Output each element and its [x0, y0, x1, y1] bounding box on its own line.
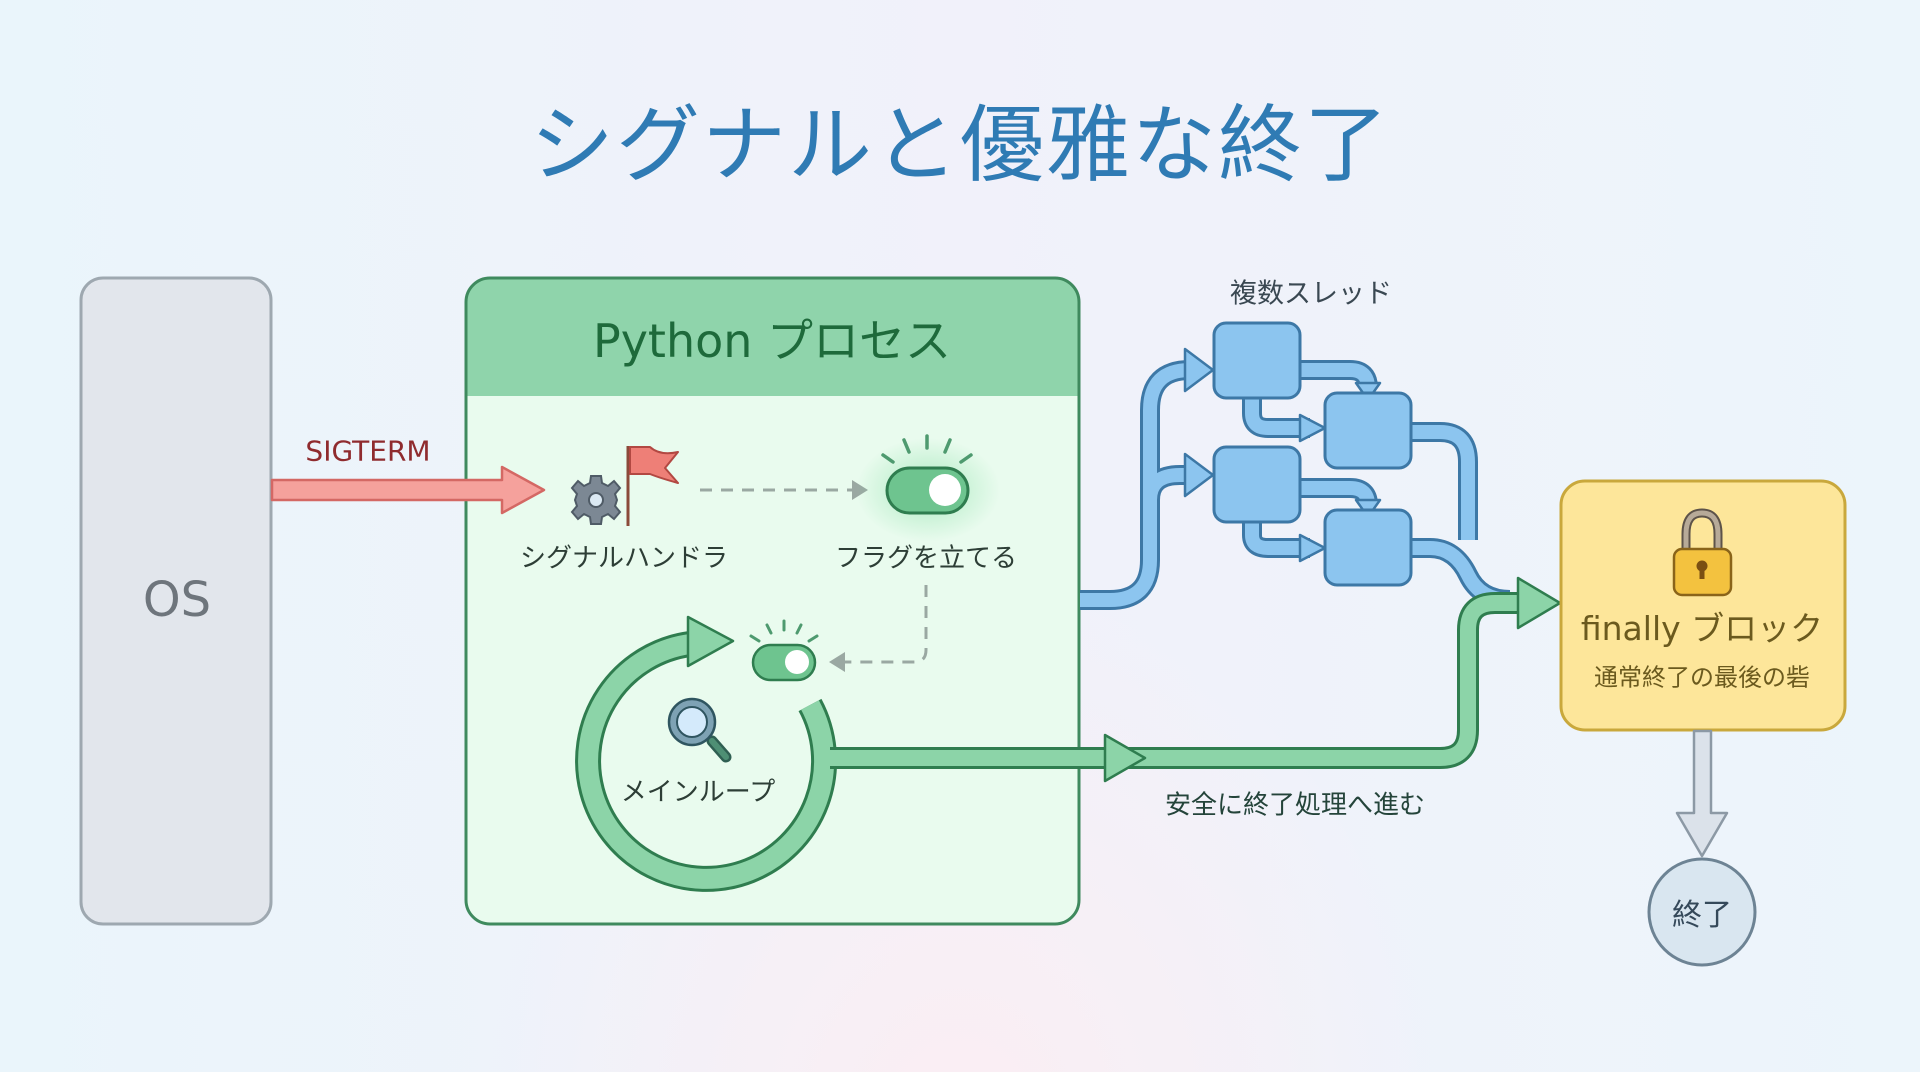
- safe-path-arrow-heads: [1103, 576, 1562, 783]
- flag-icon: [626, 446, 679, 526]
- end-label: 終了: [1672, 898, 1732, 933]
- safe-path-label: 安全に終了処理へ進む: [1164, 790, 1426, 821]
- safe-path-arrow: [830, 592, 1525, 769]
- main-loop-arrow: [575, 615, 838, 892]
- threads-label: 複数スレッド: [1230, 278, 1392, 310]
- sigterm-label: SIGTERM: [305, 434, 431, 468]
- loop-flag-toggle-on: [749, 619, 819, 682]
- page-title: シグナルと優雅な終了: [529, 96, 1390, 194]
- main-loop-label: メインループ: [620, 777, 776, 808]
- thread-box: [1212, 321, 1302, 400]
- flag-toggle-on: [856, 434, 1000, 542]
- magnifier-icon: [667, 697, 732, 763]
- os-box: [79, 276, 273, 926]
- sigterm-arrow: [270, 465, 546, 515]
- python-process-title: Python プロセス: [592, 314, 952, 368]
- python-process-box: [464, 276, 1081, 926]
- os-label: OS: [142, 572, 212, 628]
- gear-icon: [570, 475, 622, 525]
- thread-box: [1323, 391, 1413, 470]
- end-circle: [1647, 857, 1757, 967]
- dashed-arrow-flag-to-loop: [829, 585, 928, 672]
- signal-handler-label: シグナルハンドラ: [519, 543, 729, 574]
- python-process-header: [466, 278, 1079, 396]
- thread-box: [1212, 445, 1302, 524]
- set-flag-label: フラグを立てる: [834, 543, 1018, 574]
- down-arrow-to-end: [1675, 729, 1729, 858]
- thread-box: [1323, 508, 1413, 587]
- lock-icon: [1672, 508, 1733, 597]
- finally-block-title: finally ブロック: [1580, 609, 1824, 648]
- finally-block-subtitle: 通常終了の最後の砦: [1594, 663, 1810, 692]
